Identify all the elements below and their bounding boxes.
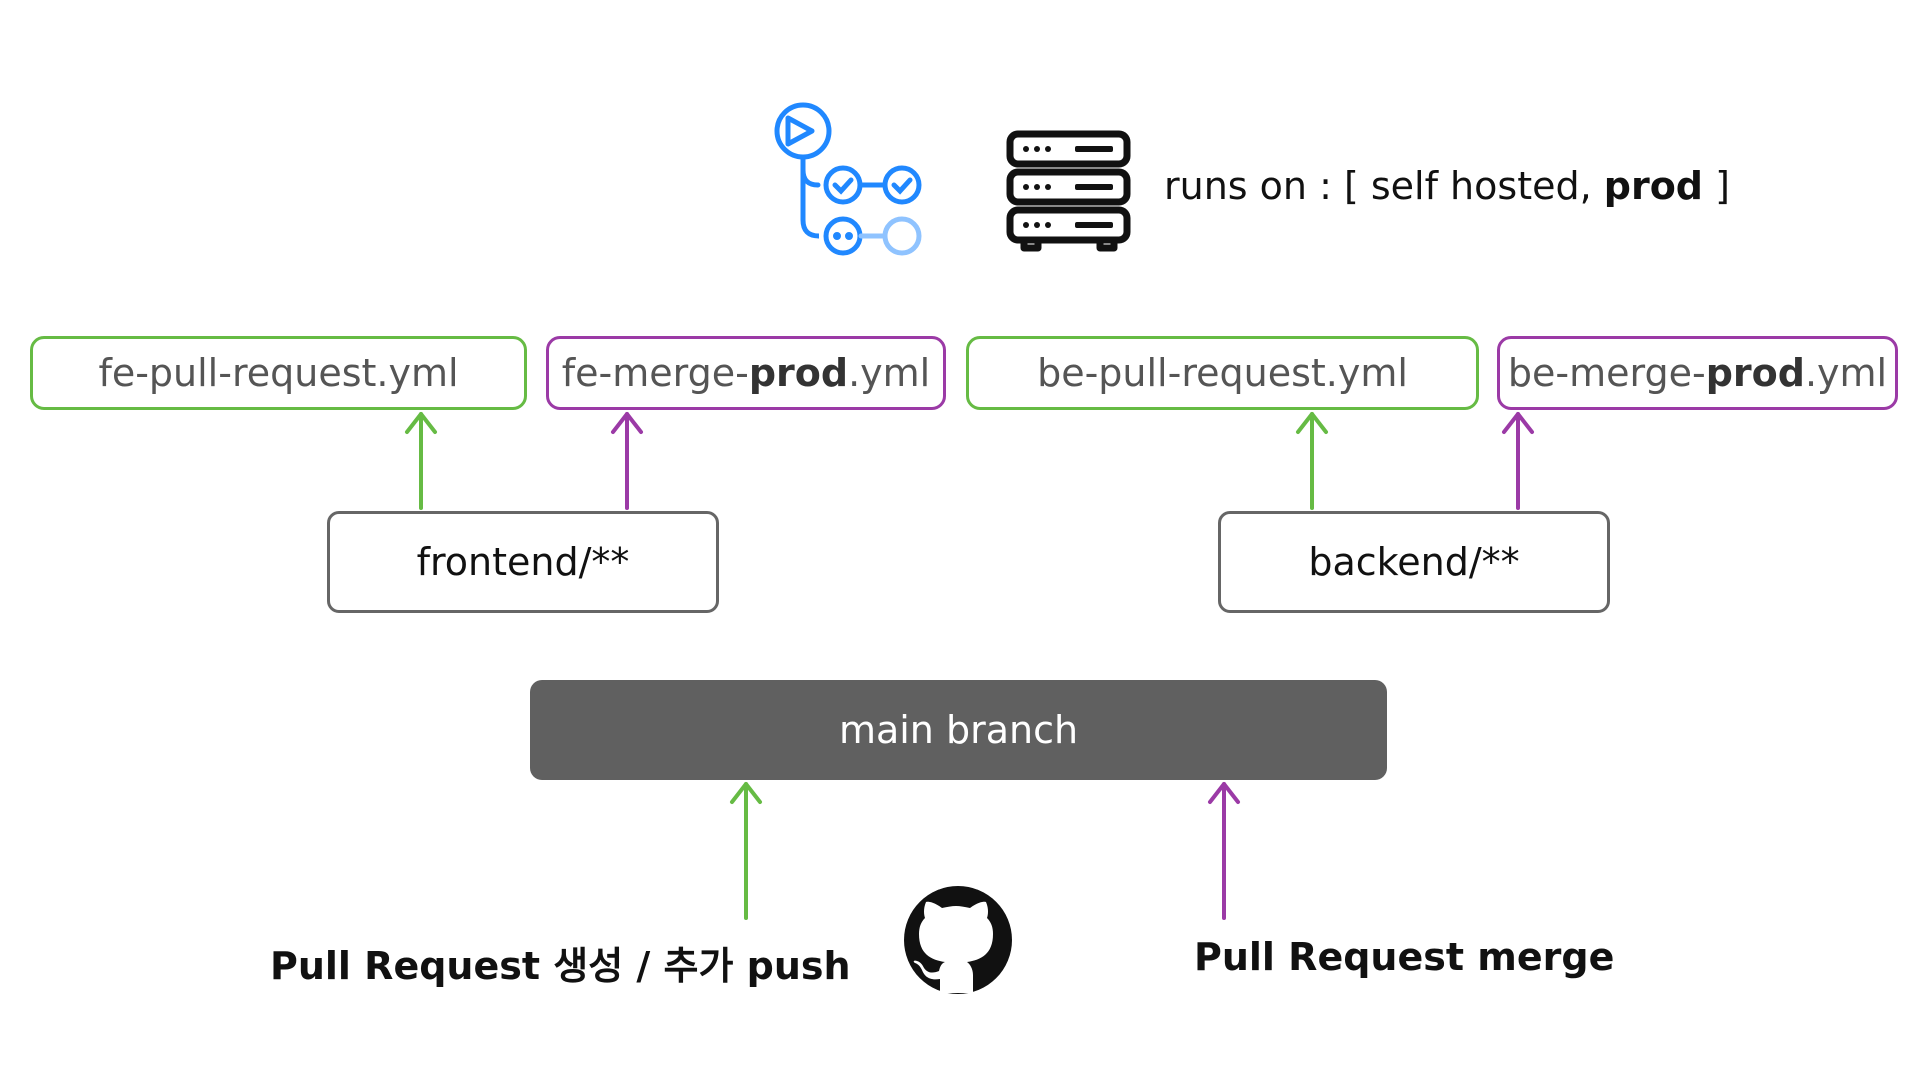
frontend-path-filter: frontend/** bbox=[327, 511, 719, 613]
fe-pull-request-workflow: fe-pull-request.yml bbox=[30, 336, 527, 410]
runs-on-label: runs on : [ self hosted, prod ] bbox=[1164, 164, 1730, 208]
arrow-backend-to-be-merge bbox=[1502, 412, 1534, 510]
trigger-pr-create: Pull Request 생성 / 추가 push bbox=[270, 944, 851, 988]
backend-path-filter: backend/** bbox=[1218, 511, 1610, 613]
arrow-frontend-to-fe-merge bbox=[611, 412, 643, 510]
fe-merge-prod-workflow: fe-merge-prod.yml bbox=[546, 336, 946, 410]
arrow-pr-to-main bbox=[730, 782, 762, 920]
be-pull-request-workflow: be-pull-request.yml bbox=[966, 336, 1479, 410]
be-merge-prod-workflow: be-merge-prod.yml bbox=[1497, 336, 1898, 410]
main-branch-bar: main branch bbox=[530, 680, 1387, 780]
arrow-backend-to-be-pr bbox=[1296, 412, 1328, 510]
trigger-pr-merge: Pull Request merge bbox=[1194, 935, 1615, 979]
arrow-frontend-to-fe-pr bbox=[405, 412, 437, 510]
arrow-merge-to-main bbox=[1208, 782, 1240, 920]
